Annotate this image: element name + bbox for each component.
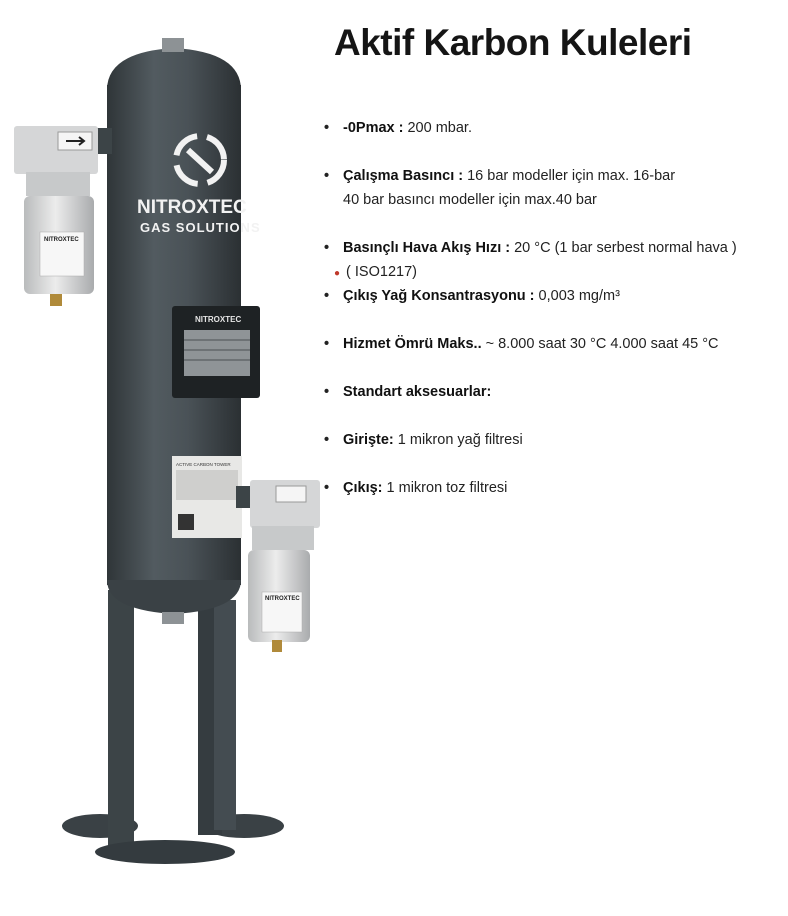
brand-logo	[173, 133, 227, 187]
brand-name: NITROXTEC	[137, 197, 247, 218]
spec-value: ~ 8.000 saat 30 °C 4.000 saat 45 °C	[481, 336, 719, 352]
tank-label	[172, 456, 242, 538]
plate-brand: NITROXTEC	[195, 315, 241, 324]
spec-value: 16 bar modeller için max. 16-bar	[463, 168, 676, 184]
spec-value: 1 mikron yağ filtresi	[393, 432, 523, 448]
inlet-filter-brand: NITROXTEC	[44, 237, 79, 243]
brand-tagline: GAS SOLUTIONS	[140, 220, 261, 235]
inlet-filter	[14, 126, 98, 306]
label-title: ACTIVE CARBON TOWER	[176, 462, 231, 467]
spec-value: 200 mbar.	[403, 120, 472, 136]
spec-label: Girişte:	[343, 432, 394, 448]
stand-legs	[62, 590, 284, 864]
spec-value: 20 °C (1 bar serbest normal hava )	[510, 240, 737, 256]
spec-value: 0,003 mg/m³	[534, 288, 620, 304]
spec-label: Çıkış Yağ Konsantrasyonu :	[343, 288, 535, 304]
page-title: Aktif Karbon Kuleleri	[334, 22, 692, 63]
product-photo: NITROXTEC GAS SOLUTIONS NITROXTEC ACTIVE…	[14, 38, 320, 864]
spec-value: 1 mikron toz filtresi	[382, 480, 508, 496]
name-plate	[172, 306, 260, 398]
spec-label: -0Pmax :	[343, 120, 404, 136]
spec-label: Basınçlı Hava Akış Hızı :	[343, 240, 511, 256]
spec-continuation: 40 bar basıncı modeller için max.40 bar	[343, 192, 597, 208]
spec-label: Çıkış:	[343, 480, 383, 496]
spec-label: Hizmet Ömrü Maks..	[343, 336, 482, 352]
outlet-filter-brand: NITROXTEC	[265, 596, 300, 602]
spec-continuation: ● ( ISO1217)	[334, 260, 417, 286]
spec-label: Çalışma Basıncı :	[343, 168, 464, 184]
outlet-filter	[248, 480, 320, 652]
spec-label: Standart aksesuarlar:	[343, 384, 492, 400]
red-marker: ●	[334, 268, 341, 279]
spec-continuation-text: ( ISO1217)	[346, 264, 417, 280]
